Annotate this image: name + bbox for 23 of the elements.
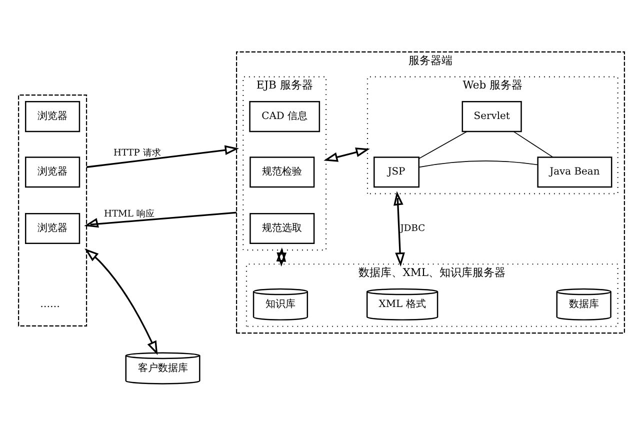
edge-label: HTTP 请求 bbox=[114, 148, 161, 158]
connector bbox=[418, 130, 468, 158]
node-box: CAD 信息 bbox=[249, 100, 320, 132]
connector bbox=[513, 130, 554, 157]
node-box: 规范检验 bbox=[250, 156, 315, 188]
node-box: 浏览器 bbox=[24, 100, 80, 132]
cluster bbox=[18, 94, 88, 326]
node-box: Java Bean bbox=[537, 156, 612, 188]
node-box: 浏览器 bbox=[24, 212, 80, 244]
arrow bbox=[84, 211, 237, 228]
edge-label: JDBC bbox=[400, 223, 426, 234]
connector bbox=[418, 160, 538, 168]
arrow bbox=[84, 248, 158, 355]
arrow bbox=[394, 190, 405, 266]
edge-label: HTML 响应 bbox=[104, 209, 154, 220]
node-box: 浏览器 bbox=[24, 156, 80, 188]
arrow bbox=[86, 144, 240, 168]
node-box: 规范选取 bbox=[250, 212, 315, 244]
node-box: JSP bbox=[374, 156, 420, 188]
label: …… bbox=[40, 298, 60, 310]
arrow bbox=[276, 247, 287, 266]
node-box: Servlet bbox=[462, 100, 522, 132]
arrow bbox=[324, 146, 370, 162]
